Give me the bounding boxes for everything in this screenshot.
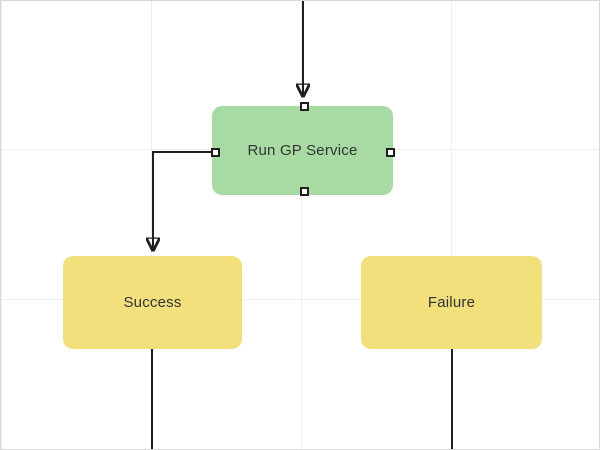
node-run-gp-service[interactable]: Run GP Service bbox=[212, 106, 393, 195]
edge-run-to-success[interactable] bbox=[153, 151, 212, 250]
node-success[interactable]: Success bbox=[63, 256, 242, 349]
resize-handle-left[interactable] bbox=[211, 148, 220, 157]
node-label-failure: Failure bbox=[427, 294, 476, 311]
node-label-success: Success bbox=[123, 294, 182, 311]
resize-handle-right[interactable] bbox=[386, 148, 395, 157]
node-failure[interactable]: Failure bbox=[361, 256, 542, 349]
resize-handle-bottom[interactable] bbox=[300, 187, 309, 196]
resize-handle-top[interactable] bbox=[300, 102, 309, 111]
node-label-run-gp-service: Run GP Service bbox=[247, 142, 358, 159]
